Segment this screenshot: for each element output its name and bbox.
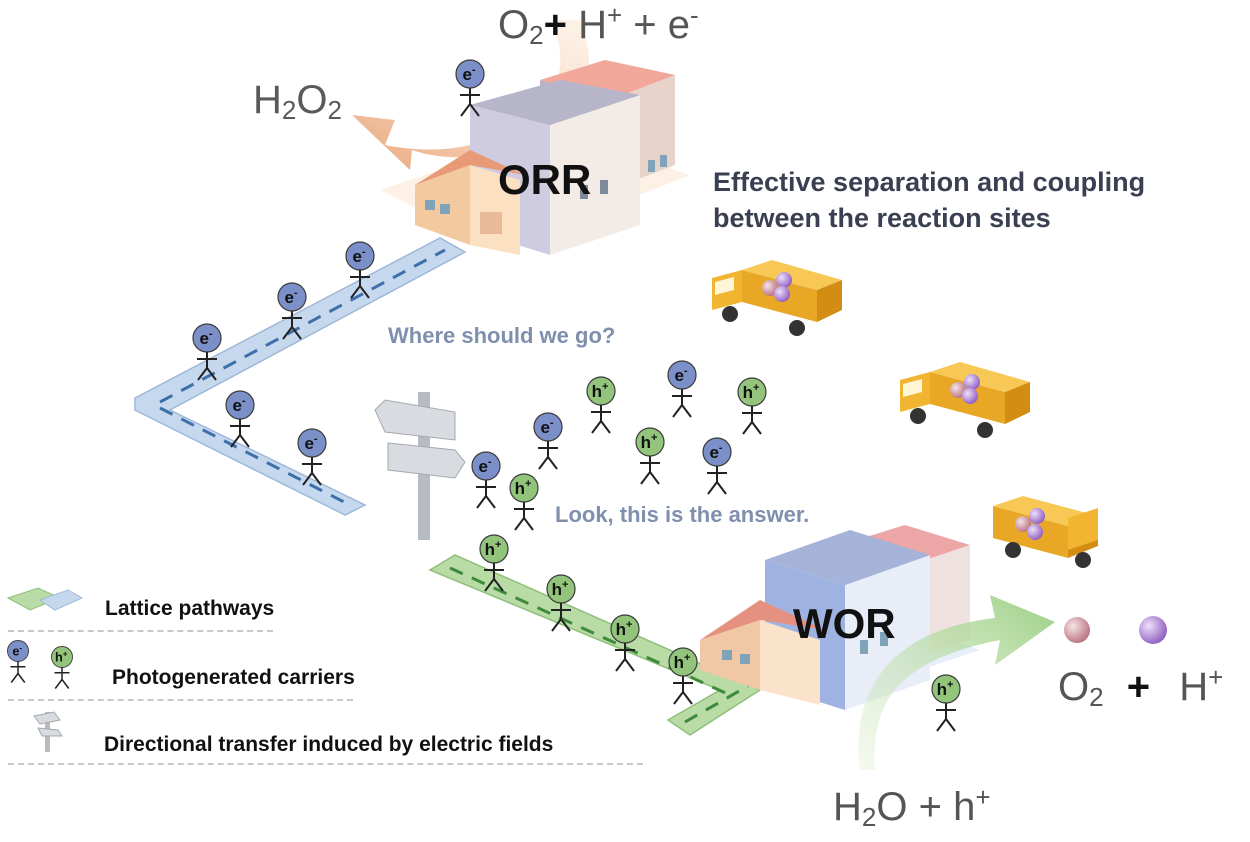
hole-carrier-icon: h+ (931, 674, 961, 732)
truck-icon (712, 260, 842, 336)
carrier-label: h+ (616, 619, 633, 639)
carrier-label: e- (540, 417, 553, 437)
legend-divider (8, 630, 273, 632)
electron-carrier-icon: e- (455, 59, 485, 117)
hole-carrier-icon: h+ (610, 614, 640, 672)
orr-product: H2O2 (253, 78, 342, 125)
hole-carrier-icon: h+ (737, 377, 767, 435)
signpost-legend-icon (33, 711, 63, 752)
hole-carrier-icon: h+ (546, 574, 576, 632)
electron-carrier-icon: e- (702, 437, 732, 495)
carrier-label: h+ (592, 381, 609, 401)
carrier-label: e- (199, 328, 212, 348)
carrier-label: e- (12, 643, 22, 658)
electron-carrier-icon: e- (667, 360, 697, 418)
headline: Effective separation and coupling betwee… (713, 164, 1145, 236)
electron-carrier-icon: e- (7, 640, 29, 683)
carrier-label: e- (304, 433, 317, 453)
electron-carrier-icon: e- (345, 241, 375, 299)
carrier-label: h+ (937, 679, 954, 699)
carrier-label: e- (284, 287, 297, 307)
orr-factory (380, 60, 690, 255)
blue-lattice-road (134, 237, 467, 516)
lattice-legend-icon (6, 587, 84, 611)
signpost-icon (374, 392, 466, 540)
wor-label: WOR (793, 600, 896, 647)
carrier-label: e- (709, 442, 722, 462)
carrier-label: e- (352, 246, 365, 266)
legend-divider (8, 699, 353, 701)
truck-icon (993, 496, 1098, 568)
hole-carrier-icon: h+ (668, 647, 698, 705)
legend-lattice: Lattice pathways (105, 597, 275, 620)
hole-carrier-icon: h+ (479, 534, 509, 592)
hole-carrier-icon: h+ (586, 376, 616, 434)
wor-reactants: H2O + h+ (833, 782, 991, 832)
carrier-label: h+ (55, 649, 68, 664)
legend-divider (8, 763, 643, 765)
orr-reactants: O2+ H+ + e- (498, 0, 699, 50)
electron-carrier-icon: e- (192, 323, 222, 381)
h-particle-icon (1139, 616, 1167, 644)
question-answer: Look, this is the answer. (555, 502, 810, 527)
hole-carrier-icon: h+ (509, 473, 539, 531)
carrier-label: e- (674, 365, 687, 385)
electron-carrier-icon: e- (297, 428, 327, 486)
headline-line-2: between the reaction sites (713, 203, 1051, 233)
wor-products: O2 + H+ (1058, 662, 1224, 712)
electron-carrier-icon: e- (225, 390, 255, 448)
carrier-label: e- (478, 456, 491, 476)
carrier-label: h+ (485, 539, 502, 559)
hole-carrier-icon: h+ (635, 427, 665, 485)
carrier-label: e- (462, 64, 475, 84)
carrier-label: h+ (552, 579, 569, 599)
hole-carrier-icon: h+ (51, 646, 73, 689)
carrier-label: h+ (743, 382, 760, 402)
carrier-label: e- (232, 395, 245, 415)
truck-icon (900, 362, 1030, 438)
legend-carriers: Photogenerated carriers (112, 666, 355, 689)
electron-carrier-icon: e- (277, 282, 307, 340)
electron-carrier-icon: e- (533, 412, 563, 470)
carrier-label: h+ (515, 478, 532, 498)
carrier-label: h+ (641, 432, 658, 452)
electron-carrier-icon: e- (471, 451, 501, 509)
headline-line-1: Effective separation and coupling (713, 167, 1146, 197)
legend-transfer: Directional transfer induced by electric… (104, 733, 554, 756)
orr-label: ORR (498, 156, 592, 203)
green-lattice-road (428, 554, 762, 736)
wor-arrow (858, 595, 1055, 770)
wor-factory (700, 525, 980, 710)
o2-particle-icon (1064, 617, 1090, 643)
carrier-label: h+ (674, 652, 691, 672)
question-where: Where should we go? (388, 323, 616, 348)
